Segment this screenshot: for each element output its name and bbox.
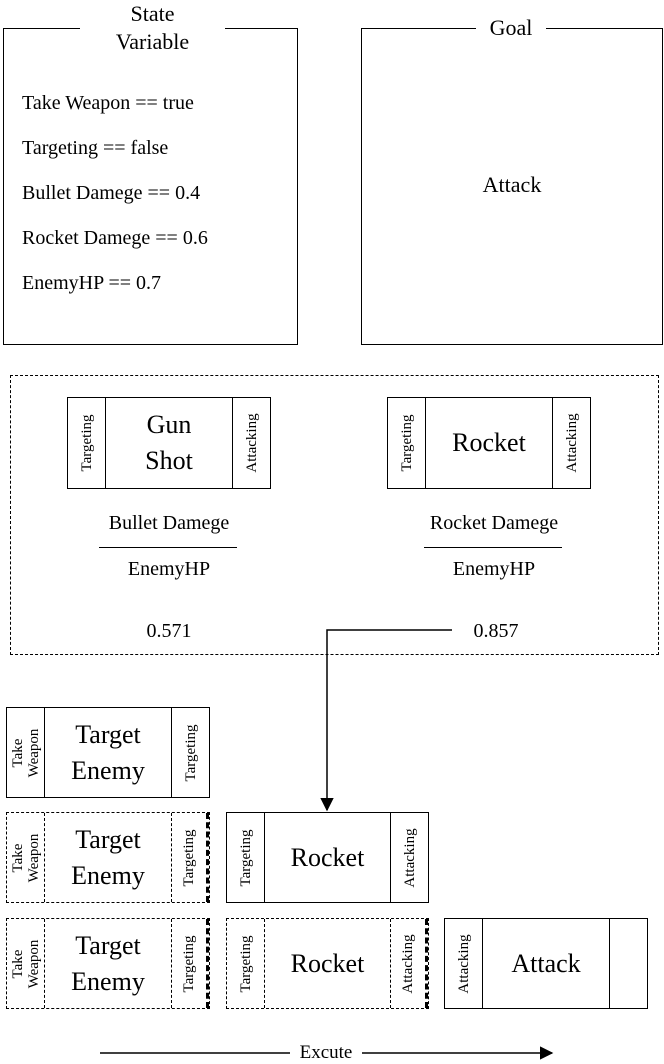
- plan2-rocket-precondition: Targeting: [227, 813, 265, 902]
- rocket-action-card: Targeting Rocket Attacking: [387, 397, 591, 489]
- rocket-denominator: EnemyHP: [452, 558, 536, 580]
- gun-shot-precondition: Targeting: [68, 398, 106, 488]
- gun-shot-effect: Attacking: [232, 398, 270, 488]
- gun-shot-denominator: EnemyHP: [127, 558, 211, 580]
- plan1-target-enemy-effect: Targeting: [171, 708, 209, 797]
- state-line-bullet-damage: Bullet Damege == 0.4: [22, 182, 201, 204]
- gun-shot-numerator: Bullet Damege: [108, 512, 230, 534]
- goal-value: Attack: [482, 172, 542, 197]
- plan3-rocket-name: Rocket: [290, 948, 365, 978]
- plan-step2-rocket-card: Targeting Rocket Attacking: [226, 812, 429, 903]
- plan-step1-target-enemy-card: Take Weapon Target Enemy Targeting: [6, 707, 210, 798]
- action-candidates-box: [10, 375, 659, 655]
- state-line-enemy-hp: EnemyHP == 0.7: [22, 272, 162, 294]
- plan3-attack-effect-empty: [609, 919, 647, 1008]
- gun-shot-action-card: Targeting Gun Shot Attacking: [67, 397, 271, 489]
- plan3-target-enemy-name: Target Enemy: [71, 930, 145, 996]
- gun-shot-score: 0.571: [146, 620, 192, 642]
- rocket-precondition: Targeting: [388, 398, 426, 488]
- rocket-effect: Attacking: [552, 398, 590, 488]
- state-variable-panel: Take Weapon == true Targeting == false B…: [3, 28, 298, 345]
- plan-step3-rocket-card: Targeting Rocket Attacking: [226, 918, 429, 1009]
- state-variable-title: State Variable: [80, 0, 225, 56]
- plan2-rocket-effect: Attacking: [390, 813, 428, 902]
- plan3-attack-name: Attack: [511, 948, 581, 978]
- rocket-fraction-bar: [424, 547, 562, 548]
- state-line-targeting: Targeting == false: [22, 137, 169, 159]
- gun-shot-fraction-bar: [99, 547, 237, 548]
- state-line-rocket-damage: Rocket Damege == 0.6: [22, 227, 208, 249]
- plan2-target-enemy-effect: Targeting: [171, 813, 209, 902]
- gun-shot-name: Gun Shot: [145, 410, 193, 475]
- plan2-rocket-name: Rocket: [290, 842, 365, 872]
- execute-arrow-label: Excute: [299, 1042, 353, 1063]
- rocket-score: 0.857: [473, 620, 519, 642]
- plan3-target-enemy-precondition: Take Weapon: [7, 919, 45, 1008]
- plan3-rocket-effect: Attacking: [390, 919, 428, 1008]
- plan-step3-target-enemy-card: Take Weapon Target Enemy Targeting: [6, 918, 210, 1009]
- goal-title: Goal: [476, 15, 546, 41]
- state-line-take-weapon: Take Weapon == true: [22, 92, 194, 114]
- plan3-target-enemy-effect: Targeting: [171, 919, 209, 1008]
- plan-step2-target-enemy-card: Take Weapon Target Enemy Targeting: [6, 812, 210, 903]
- plan3-attack-precondition: Attacking: [445, 919, 483, 1008]
- plan-step3-attack-card: Attacking Attack: [444, 918, 648, 1009]
- plan1-target-enemy-precondition: Take Weapon: [7, 708, 45, 797]
- plan1-target-enemy-name: Target Enemy: [71, 719, 145, 785]
- plan2-target-enemy-name: Target Enemy: [71, 824, 145, 890]
- rocket-numerator: Rocket Damege: [429, 512, 559, 534]
- rocket-name: Rocket: [452, 428, 526, 457]
- plan3-rocket-precondition: Targeting: [227, 919, 265, 1008]
- plan2-target-enemy-precondition: Take Weapon: [7, 813, 45, 902]
